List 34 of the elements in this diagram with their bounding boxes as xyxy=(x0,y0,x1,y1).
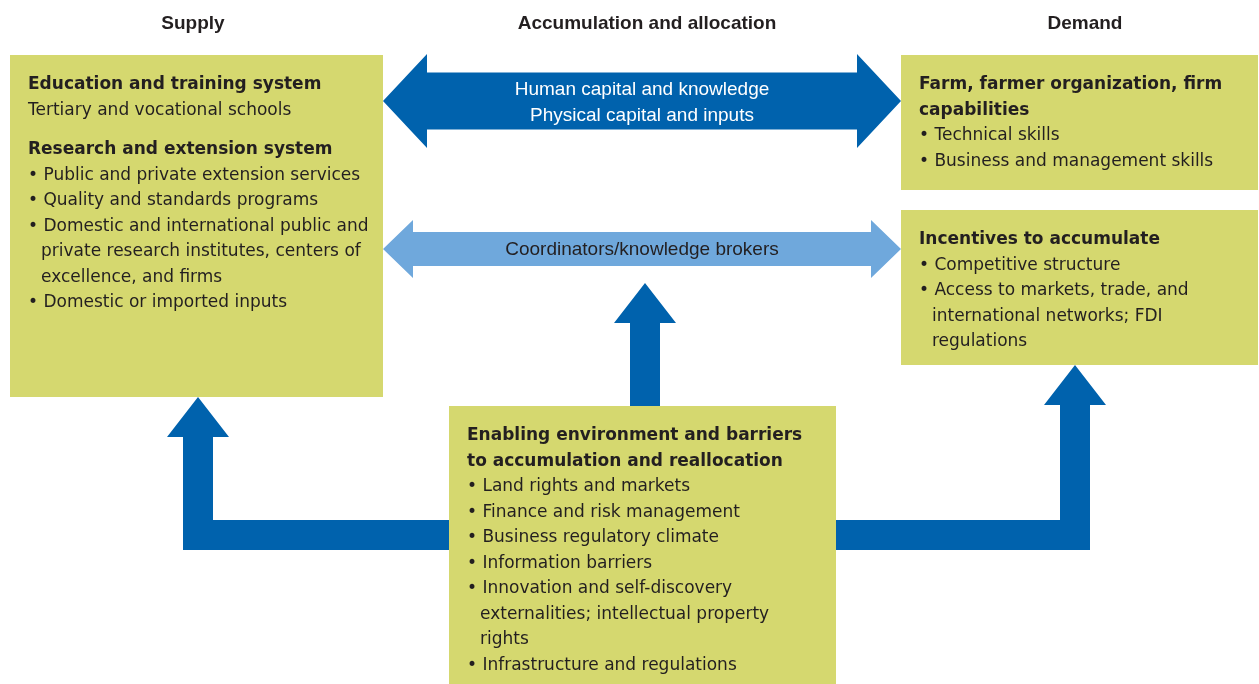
column-heading: Accumulation and allocation xyxy=(517,12,777,34)
list-item: • Information barriers xyxy=(467,550,654,574)
text-box xyxy=(901,55,1258,190)
block-arrow xyxy=(167,397,449,550)
list-item: • Quality and standards programs xyxy=(28,188,320,211)
body-text: Tertiary and vocational schools xyxy=(28,97,293,121)
list-item: • Land rights and markets xyxy=(467,474,692,497)
list-item: • Business and management skills xyxy=(919,148,1215,172)
list-item: • Business regulatory climate xyxy=(467,525,720,548)
text-box xyxy=(10,55,383,397)
column-heading: Demand xyxy=(1047,12,1123,34)
box-heading: Education and training system xyxy=(28,72,323,95)
list-item: • Domestic and international public and private research institutes, centers of excellence, and firms xyxy=(28,213,369,288)
column-heading: Supply xyxy=(161,12,225,34)
list-item: • Access to markets, trade, and international networks; FDI regulations xyxy=(919,278,1190,352)
block-arrow xyxy=(836,365,1106,550)
box-heading: Enabling environment and barriers to accumulation and reallocation xyxy=(467,423,804,472)
text-box xyxy=(901,210,1258,365)
block-arrow xyxy=(383,220,901,278)
block-arrow xyxy=(383,54,901,148)
list-item: • Infrastructure and regulations xyxy=(467,652,738,676)
box-heading: Incentives to accumulate xyxy=(919,227,1161,250)
list-item: • Finance and risk management xyxy=(467,499,741,523)
edge-label: Coordinators/knowledge brokers xyxy=(504,237,780,262)
list-item: • Technical skills xyxy=(919,123,1061,146)
box-heading: Farm, farmer organization, firm capabilities xyxy=(919,72,1224,121)
edge-label: Human capital and knowledge Physical capital and inputs xyxy=(513,76,771,127)
list-item: • Innovation and self-discovery externalities; intellectual property rights xyxy=(467,576,771,650)
box-heading: Research and extension system xyxy=(28,137,334,160)
block-arrow xyxy=(614,283,676,406)
text-box xyxy=(449,406,836,684)
list-item: • Domestic or imported inputs xyxy=(28,290,289,313)
list-item: • Competitive structure xyxy=(919,252,1122,276)
list-item: • Public and private extension services xyxy=(28,162,362,186)
